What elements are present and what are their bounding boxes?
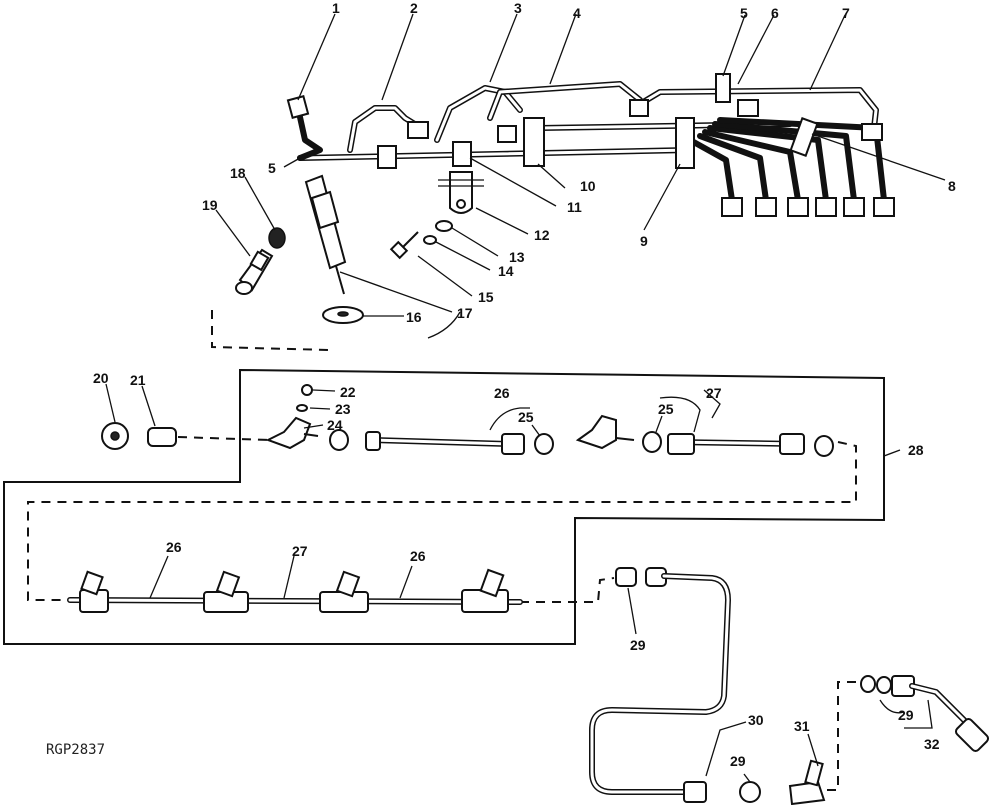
tee-fitting-3 [319,570,369,613]
callout-21: 21 [130,372,146,388]
fuel-return-pipe [589,567,989,805]
callout-31: 31 [794,718,810,734]
callout-9: 9 [640,233,648,249]
callout-16: 16 [406,309,422,325]
callout-10: 10 [580,178,596,194]
callout-11: 11 [567,199,582,215]
callout-14: 14 [498,263,514,279]
callout-27-b: 27 [292,543,308,559]
callout-labels: 1 2 3 4 5 6 7 5 8 9 10 11 12 13 14 15 16… [46,0,956,769]
callout-23: 23 [335,401,351,417]
callout-25-a: 25 [518,409,534,425]
callout-13: 13 [509,249,525,265]
callout-20: 20 [93,370,109,386]
callout-17: 17 [457,305,473,321]
callout-26-c: 26 [410,548,426,564]
callout-15: 15 [478,289,494,305]
callout-26-a: 26 [494,385,510,401]
callout-27-a: 27 [706,385,722,401]
callout-26-b: 26 [166,539,182,555]
callout-5-left: 5 [268,160,276,176]
callout-28: 28 [908,442,924,458]
callout-3: 3 [514,0,522,16]
callout-19: 19 [202,197,218,213]
callout-1: 1 [332,0,340,16]
callout-32: 32 [924,736,940,752]
tee-fitting-1 [79,570,109,613]
callout-18: 18 [230,165,246,181]
tee-fitting-4 [461,568,509,613]
callout-6: 6 [771,5,779,21]
callout-5-top: 5 [740,5,748,21]
callout-29-a: 29 [630,637,646,653]
callout-29-c: 29 [898,707,914,723]
callout-25-b: 25 [658,401,674,417]
callout-8: 8 [948,178,956,194]
leader-lines [105,13,946,783]
injection-nozzle-parts [235,174,453,324]
callout-4: 4 [573,5,581,21]
callout-12: 12 [534,227,550,243]
figure-code: RGP2837 [46,742,105,758]
callout-7: 7 [842,5,850,21]
callout-2: 2 [410,0,418,16]
injection-lines-assembly [286,73,895,217]
callout-22: 22 [340,384,356,400]
callout-24: 24 [327,417,343,433]
callout-30: 30 [748,712,764,728]
leak-off-return-lines [3,310,885,791]
tee-fitting-2 [203,570,249,613]
callout-29-b: 29 [730,753,746,769]
